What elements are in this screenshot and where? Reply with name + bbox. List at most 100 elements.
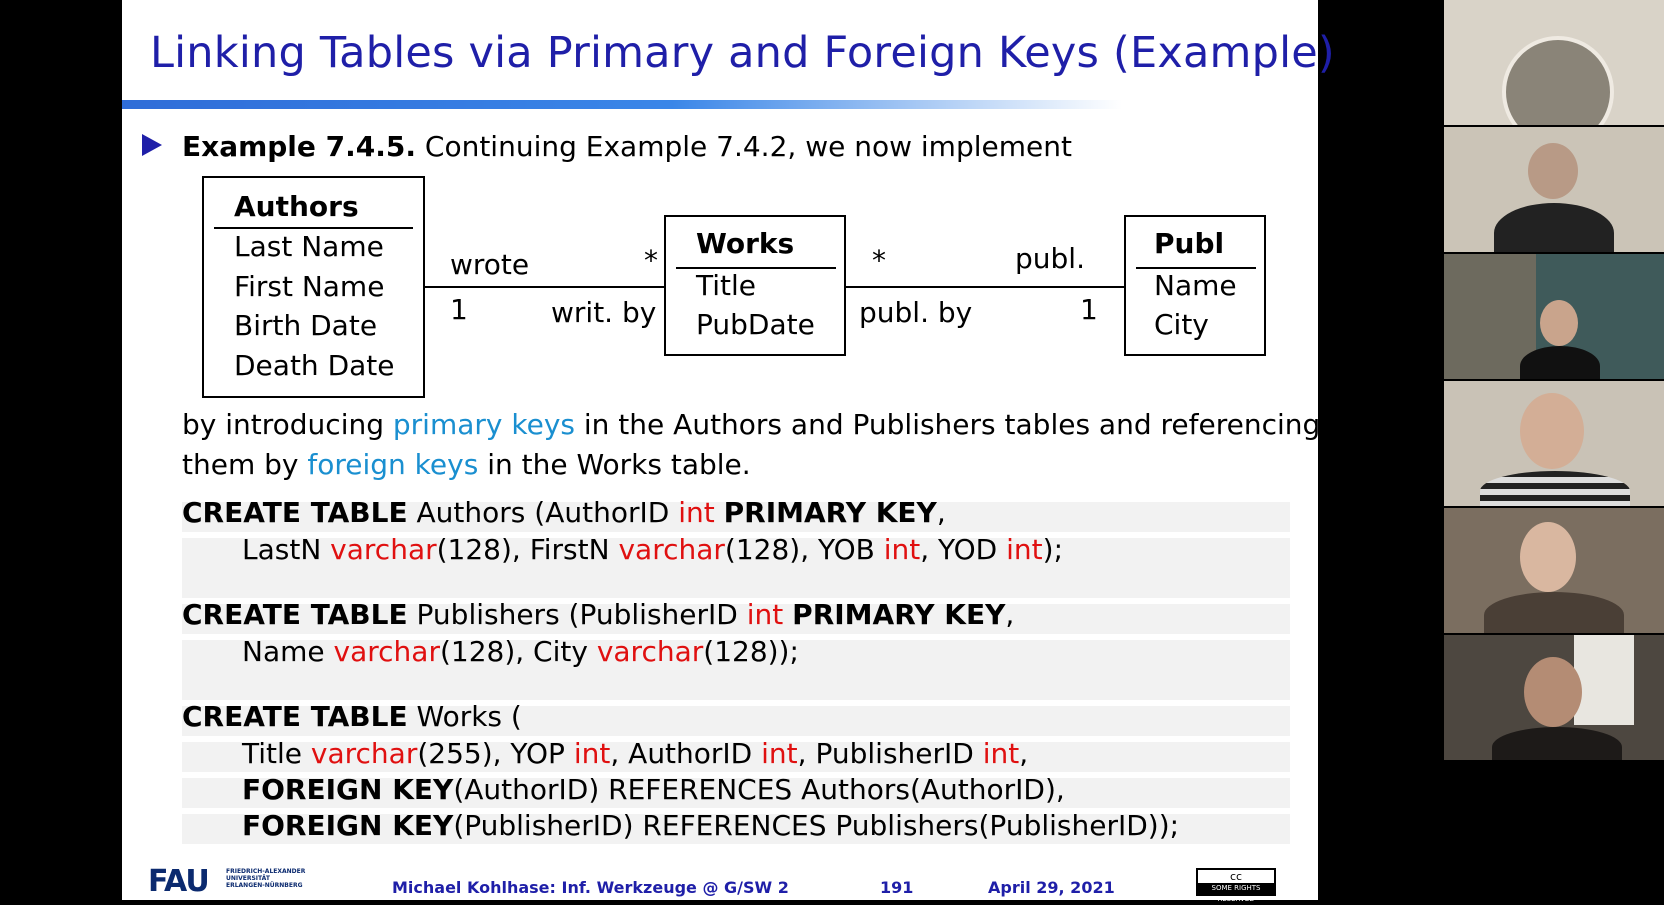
entity-publ: Publ Name City — [1124, 215, 1266, 356]
sql-type: int — [982, 737, 1020, 770]
entity-authors-attr: Last Name — [234, 230, 384, 263]
rel-label-writ-by: writ. by — [551, 296, 657, 329]
entity-publ-rule — [1136, 267, 1256, 269]
footer-page-number: 191 — [880, 878, 914, 897]
background-window — [1574, 635, 1634, 725]
video-tile[interactable] — [1444, 508, 1664, 633]
participant-avatar — [1540, 300, 1578, 346]
code-background — [182, 502, 1290, 532]
sql-text: , — [936, 496, 946, 529]
code-background — [182, 778, 1290, 808]
sql-type: varchar — [618, 533, 725, 566]
code-background — [182, 706, 1290, 736]
para-text: in the Works table. — [478, 448, 751, 481]
rel-label-publ-by: publ. by — [859, 296, 973, 329]
sql-text: Publishers (PublisherID — [407, 598, 747, 631]
participant-avatar — [1494, 203, 1614, 252]
sql-line: FOREIGN KEY(AuthorID) REFERENCES Authors… — [242, 773, 1065, 806]
university-seal-icon — [1502, 36, 1614, 125]
fau-logo-text: FRIEDRICH-ALEXANDER — [226, 868, 306, 875]
foreign-keys-term: foreign keys — [307, 448, 479, 481]
participant-avatar — [1528, 143, 1578, 199]
sql-text: Name — [242, 635, 334, 668]
sql-text: Works ( — [407, 700, 522, 733]
code-background — [182, 640, 1290, 700]
participant-avatar — [1520, 346, 1600, 379]
sql-keyword: PRIMARY KEY — [723, 496, 937, 529]
para-text: in the Authors and Publishers tables and… — [574, 408, 1321, 441]
relation-line-wrote — [425, 286, 790, 288]
sql-text: , — [1019, 737, 1029, 770]
video-tile[interactable] — [1444, 0, 1664, 125]
entity-works-title: Works — [696, 227, 795, 260]
intro-text: Continuing Example 7.4.2, we now impleme… — [416, 130, 1072, 163]
sql-text: (AuthorID) REFERENCES Authors(AuthorID), — [453, 773, 1065, 806]
intro-line: Example 7.4.5. Continuing Example 7.4.2,… — [182, 130, 1072, 163]
entity-publ-attr: Name — [1154, 269, 1237, 302]
rel-label-publ: publ. — [1015, 242, 1085, 275]
sql-line: Title varchar(255), YOP int, AuthorID in… — [242, 737, 1028, 770]
footer-date: April 29, 2021 — [988, 878, 1115, 897]
entity-works-attr: Title — [696, 269, 757, 302]
paragraph-line: by introducing primary keys in the Autho… — [182, 408, 1320, 441]
sql-keyword: FOREIGN KEY — [242, 809, 454, 842]
para-text: them by — [182, 448, 308, 481]
sql-text: ); — [1042, 533, 1063, 566]
sql-keyword: CREATE TABLE — [182, 598, 408, 631]
sql-text: (128)); — [703, 635, 799, 668]
presentation-slide: Linking Tables via Primary and Foreign K… — [122, 0, 1335, 903]
title-underline — [122, 100, 1122, 109]
rel-label-wrote: wrote — [450, 248, 530, 281]
entity-authors-rule — [214, 227, 413, 229]
relation-line-publ — [846, 286, 1126, 288]
sql-text: , AuthorID — [610, 737, 762, 770]
sql-type: int — [761, 737, 798, 770]
fau-logo: FAU — [148, 864, 210, 899]
sql-line: CREATE TABLE Publishers (PublisherID int… — [182, 598, 1014, 631]
sql-text: LastN — [242, 533, 331, 566]
sql-text: (PublisherID) REFERENCES Publishers(Publ… — [453, 809, 1180, 842]
sql-type: varchar — [333, 635, 440, 668]
entity-works-rule — [676, 267, 836, 269]
sql-line: LastN varchar(128), FirstN varchar(128),… — [242, 533, 1063, 566]
video-tile[interactable] — [1444, 635, 1664, 760]
sql-text: (255), YOP — [417, 737, 574, 770]
entity-authors: Authors Last Name First Name Birth Date … — [202, 176, 425, 398]
participant-avatar — [1480, 471, 1630, 506]
entity-authors-title: Authors — [234, 190, 359, 223]
rel-label-one: 1 — [1080, 293, 1098, 326]
entity-publ-title: Publ — [1154, 227, 1225, 260]
cc-icon: cc — [1229, 870, 1243, 883]
video-tile[interactable] — [1444, 127, 1664, 252]
participant-avatar — [1484, 592, 1624, 633]
sql-line: Name varchar(128), City varchar(128)); — [242, 635, 799, 668]
sql-text: , — [1005, 598, 1015, 631]
video-tile[interactable] — [1444, 254, 1664, 379]
code-background — [182, 538, 1290, 598]
sql-type: int — [746, 598, 784, 631]
cc-license-text: SOME RIGHTS RESERVED — [1198, 883, 1274, 903]
sql-text: , YOD — [920, 533, 1007, 566]
sql-text: (128), FirstN — [436, 533, 619, 566]
sql-text: (128), City — [439, 635, 597, 668]
fau-logo-text: UNIVERSITÄT — [226, 875, 270, 882]
entity-authors-attr: Birth Date — [234, 309, 378, 342]
para-text: by introducing — [182, 408, 393, 441]
sql-type: int — [883, 533, 921, 566]
sql-text — [783, 598, 792, 631]
participant-avatar — [1524, 657, 1582, 727]
video-tile[interactable] — [1444, 381, 1664, 506]
participant-avatar — [1520, 522, 1576, 592]
sql-line: CREATE TABLE Authors (AuthorID int PRIMA… — [182, 496, 946, 529]
sql-text: Authors (AuthorID — [407, 496, 679, 529]
code-background — [182, 814, 1290, 844]
sql-type: int — [1006, 533, 1043, 566]
sql-type: int — [573, 737, 611, 770]
rel-label-one: 1 — [450, 293, 468, 326]
rel-label-star: * — [872, 244, 886, 277]
bullet-triangle-icon — [142, 134, 162, 156]
creative-commons-badge: cc SOME RIGHTS RESERVED — [1196, 868, 1276, 903]
entity-works: Works Title PubDate — [664, 215, 846, 356]
entity-works-attr: PubDate — [696, 308, 815, 341]
